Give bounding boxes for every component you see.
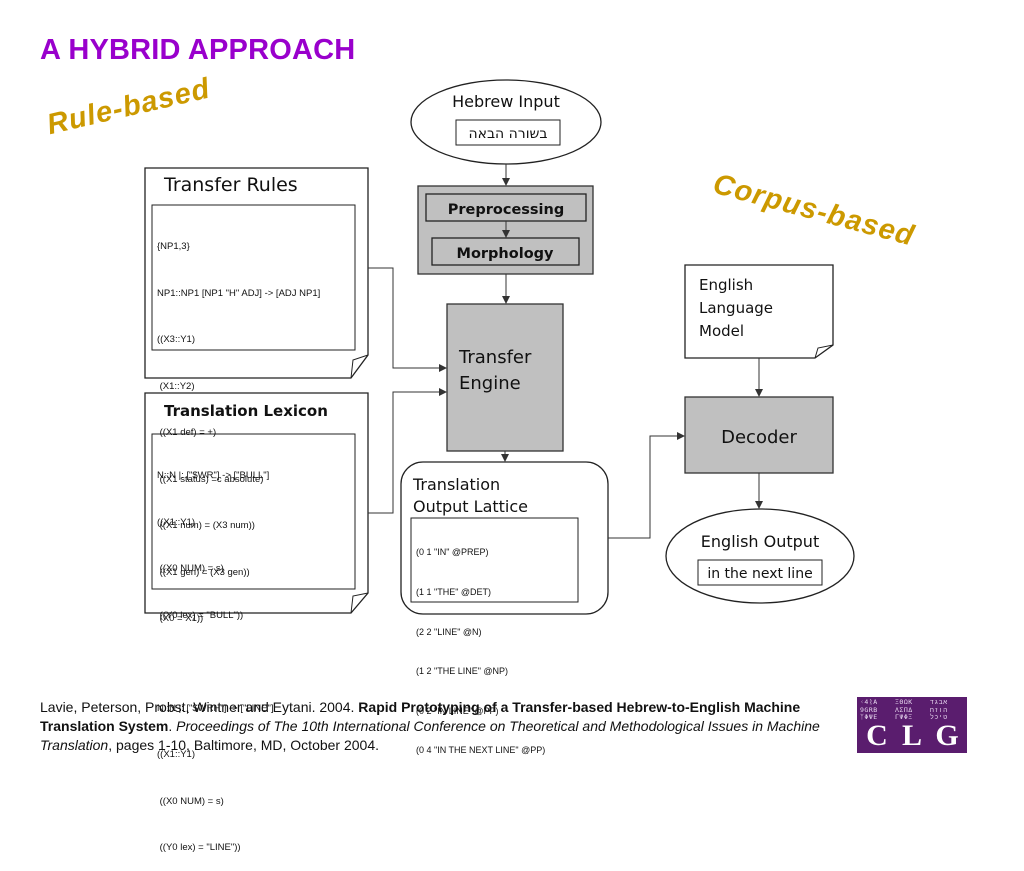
english-output-node: English Output in the next line — [665, 508, 855, 604]
rule-line: (X1::Y2) — [157, 380, 195, 392]
lexicon-line: ((X1::Y1) — [157, 516, 196, 528]
lattice-line: (0 2 "IN LINE" @PP) — [416, 705, 499, 716]
rule-line: ((X1 def) = +) — [157, 427, 217, 438]
rule-line: (X0 = X1)) — [157, 613, 204, 624]
english-output-text: in the next line — [707, 566, 812, 582]
english-output-title: English Output — [701, 532, 819, 551]
lattice-line: (1 2 "THE LINE" @NP) — [416, 666, 509, 677]
decoder-label: Decoder — [721, 427, 797, 448]
citation: Lavie, Peterson, Probst, Wintner and Eyt… — [40, 698, 840, 755]
transfer-rules-code: {NP1,3} NP1::NP1 [NP1 "H" ADJ] -> [ADJ N… — [157, 208, 320, 642]
rule-line: ((X3::Y1) — [157, 334, 196, 345]
logo-letter-l: L — [901, 719, 922, 752]
translation-lexicon-title: Translation Lexicon — [164, 402, 328, 420]
rule-line: ((X1 gen) = (X3 gen)) — [157, 566, 250, 578]
preprocessing-block: Preprocessing Morphology — [417, 185, 594, 275]
lexicon-line: ((X0 NUM) = s) — [157, 795, 224, 807]
language-model-doc: English Language Model — [684, 264, 834, 359]
hebrew-input-node: Hebrew Input בשורה הבאה — [410, 79, 602, 165]
output-lattice-node: Translation Output Lattice — [400, 461, 609, 615]
hebrew-input-text: בשורה הבאה — [468, 126, 547, 142]
transfer-engine-line2: Engine — [459, 373, 521, 394]
rule-line: ((X1 status) =c absolute) — [157, 473, 264, 485]
lexicon-line — [157, 654, 274, 670]
lexicon-line: N::N |: ["$WRH"] -> ["LINE"] — [157, 702, 274, 714]
transfer-rules-doc — [144, 167, 369, 379]
architecture-diagram: Hebrew Input בשורה הבאה Preprocessing Mo… — [144, 79, 855, 615]
citation-venue: Proceedings of The 10th International Co… — [40, 718, 820, 753]
citation-rest: , pages 1-10, Baltimore, MD, October 200… — [108, 737, 380, 753]
lattice-line: (0 1 "IN" @PREP) — [416, 547, 489, 558]
decoder-node: Decoder — [684, 396, 834, 474]
lattice-line: (0 4 "IN THE NEXT LINE" @PP) — [416, 745, 546, 756]
rule-line: NP1::NP1 [NP1 "H" ADJ] -> [ADJ NP1] — [157, 287, 321, 299]
slide-title: A HYBRID APPROACH — [40, 34, 356, 66]
logo-letter-c: C — [866, 719, 888, 752]
hebrew-input-title: Hebrew Input — [452, 92, 560, 111]
transfer-engine-node: Transfer Engine — [446, 303, 564, 452]
lm-line2: Language — [699, 299, 773, 317]
lexicon-line: ((Y0 lex) = "LINE")) — [157, 842, 241, 853]
lattice-code: (0 1 "IN" @PREP) (1 1 "THE" @DET) (2 2 "… — [416, 520, 545, 771]
lexicon-line: ((X1::Y1) — [157, 749, 196, 760]
morphology-label: Morphology — [457, 246, 555, 262]
connectors — [368, 164, 763, 539]
logo-letter-g: G — [935, 719, 959, 752]
lm-line3: Model — [699, 322, 744, 340]
transfer-rules-title: Transfer Rules — [164, 174, 298, 196]
lexicon-line: N::N |: ["$WR"] -> ["BULL"] — [157, 470, 270, 481]
lexicon-line: ((X0 NUM) = s) — [157, 563, 224, 574]
lattice-line: (2 2 "LINE" @N) — [416, 626, 482, 637]
citation-authors: Lavie, Peterson, Probst, Wintner and Eyt… — [40, 699, 359, 715]
lattice-line: (1 1 "THE" @DET) — [416, 587, 492, 598]
citation-sep: . — [168, 718, 177, 734]
rule-line: ((X1 num) = (X3 num)) — [157, 520, 255, 531]
preprocessing-label: Preprocessing — [448, 202, 564, 218]
rule-line: {NP1,3} — [157, 241, 190, 252]
lm-line1: English — [699, 276, 753, 294]
transfer-engine-line1: Transfer — [458, 347, 532, 368]
lattice-title-line1: Translation — [412, 475, 500, 494]
translation-lexicon-doc — [144, 392, 369, 614]
lattice-title-line2: Output Lattice — [413, 497, 528, 516]
translation-lexicon-code: N::N |: ["$WR"] -> ["BULL"] ((X1::Y1) ((… — [157, 437, 274, 871]
lexicon-line: ((Y0 lex) = "BULL")) — [157, 609, 244, 621]
citation-paper-title: Rapid Prototyping of a Transfer-based He… — [40, 699, 801, 734]
